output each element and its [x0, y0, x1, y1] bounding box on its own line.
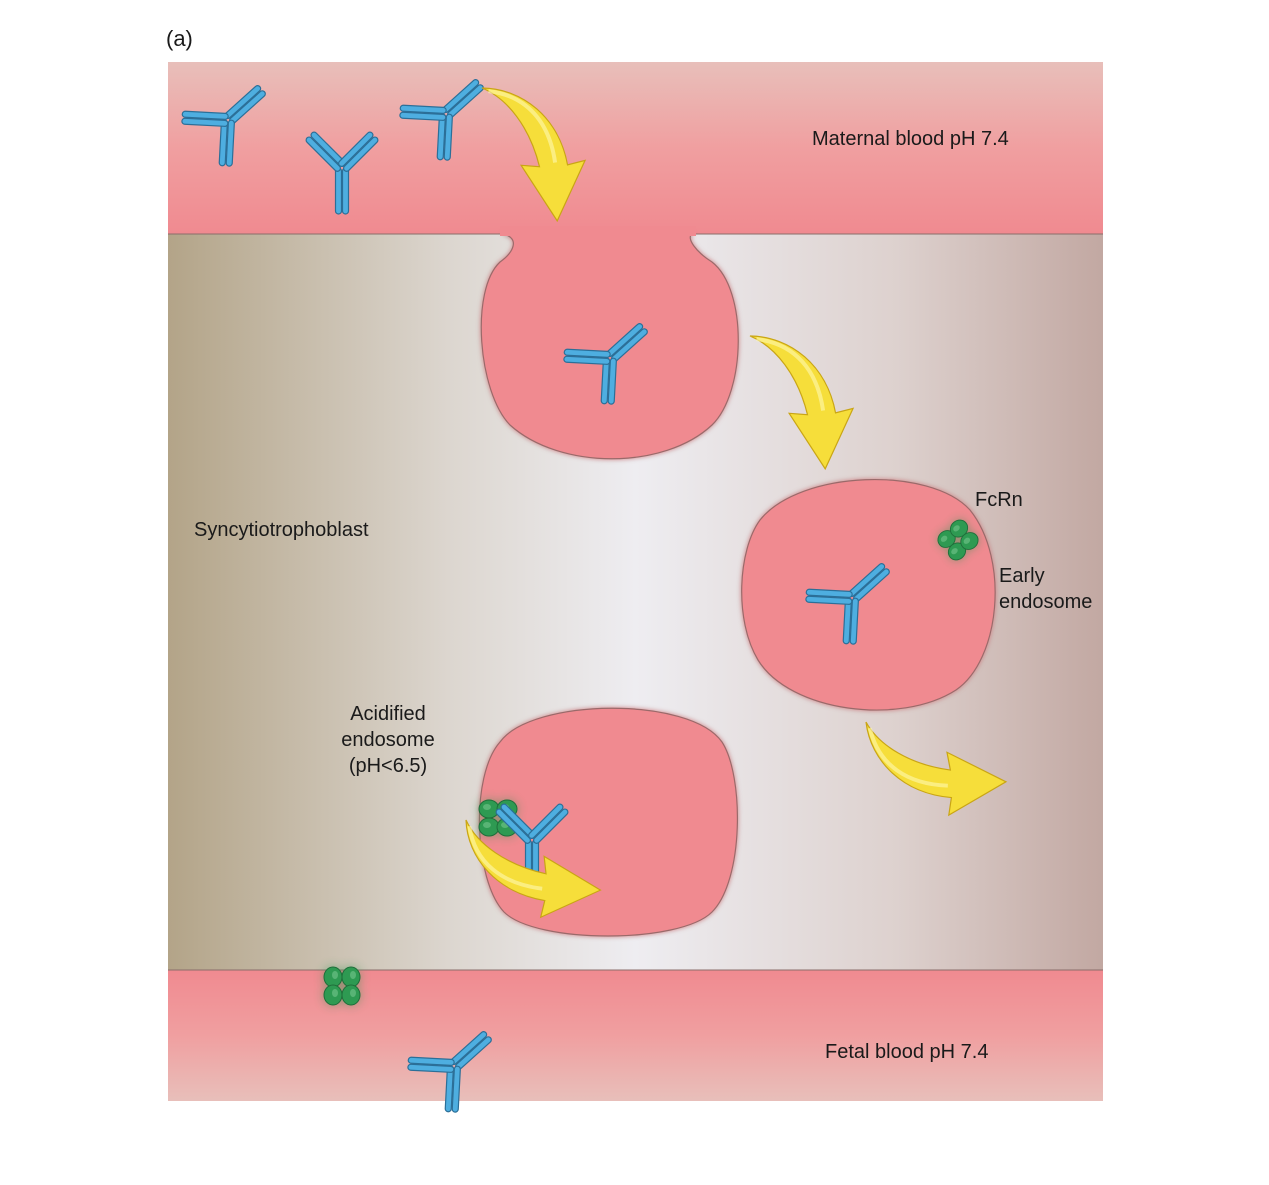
fetal-blood-band — [168, 970, 1103, 1101]
fetal-blood-label: Fetal blood pH 7.4 — [825, 1041, 989, 1063]
acidified-endosome-label: Acidified endosome (pH<6.5) — [328, 701, 448, 779]
early-endosome-line-1: Early — [999, 565, 1045, 587]
acidified-endosome-line-1: Acidified — [350, 703, 426, 725]
budding-endosome — [480, 226, 739, 460]
acidified-endosome-line-2: endosome — [341, 729, 435, 751]
early-endosome — [741, 479, 996, 711]
maternal-blood-label: Maternal blood pH 7.4 — [812, 128, 1009, 150]
early-endosome-line-2: endosome — [999, 591, 1093, 613]
early-endosome-label: Early endosome — [999, 563, 1092, 615]
acidified-endosome-line-3: (pH<6.5) — [348, 755, 428, 777]
fcrn-label: FcRn — [975, 489, 1023, 511]
syncytiotrophoblast-label: Syncytiotrophoblast — [194, 519, 369, 541]
panel-label: (a) — [166, 26, 193, 51]
